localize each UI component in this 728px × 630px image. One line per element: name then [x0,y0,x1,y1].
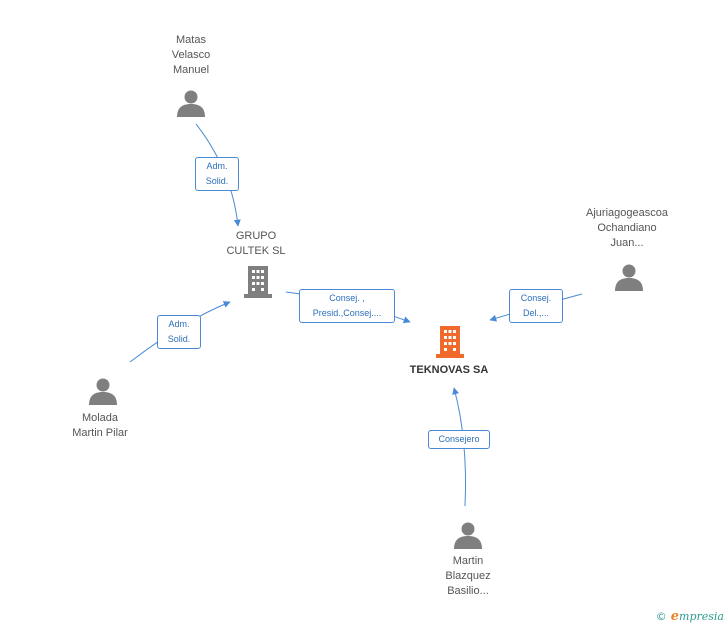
edge-label-grupo-teknovas[interactable]: Consej. , Presid.,Consej.... [299,289,395,323]
empresia-brand-logo: ©empresia [655,609,724,624]
copyright-icon: © [655,610,667,623]
main-company-building-icon[interactable] [436,326,464,358]
node-label-ajuria[interactable]: Ajuriagogeascoa Ochandiano Juan... [586,207,668,249]
edge-label-matas-grupo[interactable]: Adm. Solid. [195,157,239,191]
node-label-teknovas[interactable]: TEKNOVAS SA [409,364,489,376]
node-label-grupo-cultek[interactable]: GRUPO CULTEK SL [226,230,286,257]
person-icon[interactable] [454,522,482,550]
edge-label-molada-grupo[interactable]: Adm. Solid. [157,315,201,349]
person-icon[interactable] [89,378,117,406]
person-icon[interactable] [177,90,205,118]
node-label-molada[interactable]: Molada Martin Pilar [72,412,128,439]
edge-label-ajuria-teknovas[interactable]: Consej. Del.,... [509,289,563,323]
node-label-matas[interactable]: Matas Velasco Manuel [171,34,211,76]
person-icon[interactable] [615,264,643,292]
node-label-martin[interactable]: Martin Blazquez Basilio... [445,555,491,597]
building-icon[interactable] [244,266,272,298]
edge-label-martin-teknovas[interactable]: Consejero [428,430,490,449]
